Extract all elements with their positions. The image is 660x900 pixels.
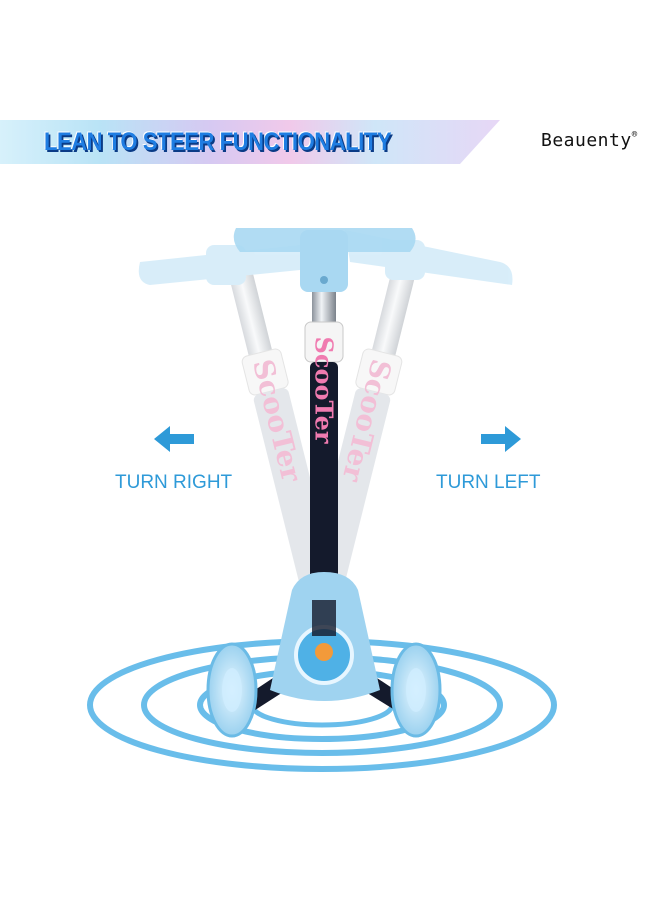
turn-left-label: TURN LEFT <box>436 472 541 493</box>
arrow-left-icon <box>154 426 194 452</box>
banner-title: LEAN TO STEER FUNCTIONALITY <box>44 128 392 156</box>
turn-right-label: TURN RIGHT <box>115 472 233 493</box>
center-stem-text: ScooTer <box>310 337 339 444</box>
center-handlebar <box>233 228 416 292</box>
brand-registered-mark: ® <box>631 130 638 140</box>
title-banner <box>0 120 500 164</box>
wheel-left <box>206 642 258 738</box>
ghost-stem-right-text: ScooTer <box>335 356 398 486</box>
brand-name: Beauenty <box>541 130 632 151</box>
brand-logo: Beauenty® <box>541 130 638 151</box>
center-stem: ScooTer <box>304 292 344 602</box>
ghost-stem-left-text: ScooTer <box>246 356 309 486</box>
wheel-right <box>390 642 442 738</box>
arrow-right-icon <box>481 426 521 452</box>
scooter-base <box>240 572 410 712</box>
